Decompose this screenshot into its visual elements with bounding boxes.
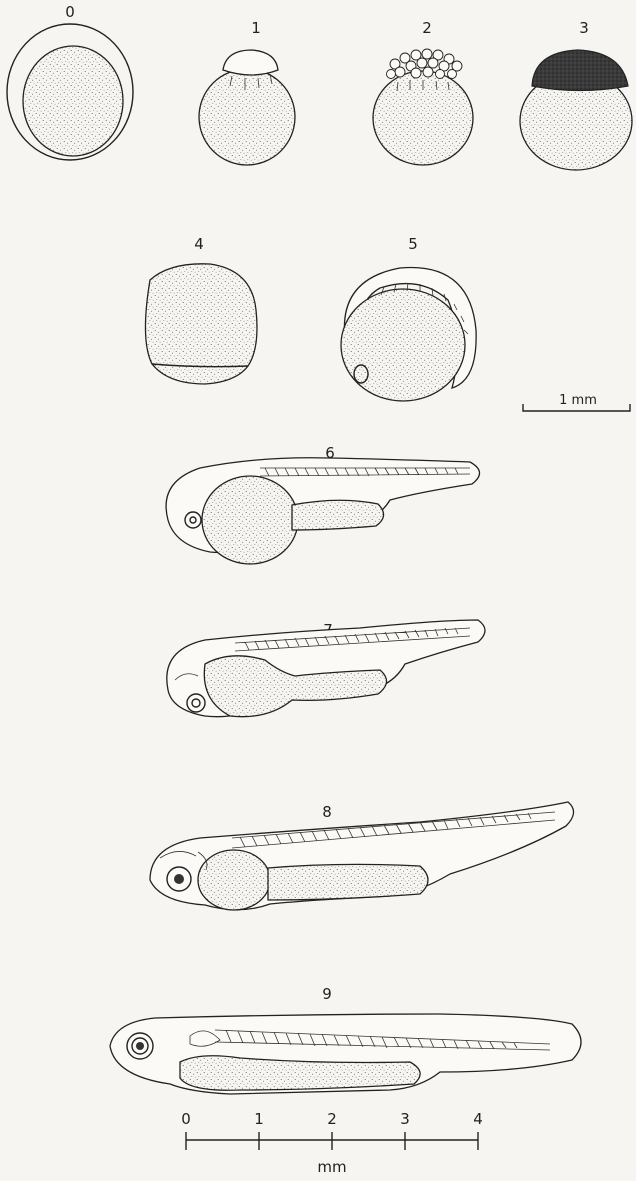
scale-bar-1mm: 1 mm [523, 393, 630, 411]
egg-yolk [199, 69, 295, 165]
scale-tick-1: 1 [254, 1110, 264, 1128]
stage-label-0: 0 [65, 3, 75, 21]
stage-label-4: 4 [194, 235, 204, 253]
yolk-extension [292, 500, 384, 530]
stage-label-8: 8 [322, 803, 332, 821]
blastoderm-cap [532, 50, 628, 91]
egg-yolk [341, 289, 465, 401]
yolk-sac [198, 850, 270, 910]
egg-yolk [23, 46, 123, 156]
scale-unit-label: mm [317, 1158, 346, 1176]
stage-6: 6 [166, 444, 479, 564]
stage-7: 7 [167, 620, 485, 717]
stage-9: 9 [110, 985, 581, 1094]
scale-tick-3: 3 [400, 1110, 410, 1128]
stage-3: 3 [520, 19, 632, 170]
scale-bar-mm: 0 1 2 3 4 mm [181, 1110, 483, 1176]
scale-tick-4: 4 [473, 1110, 483, 1128]
stage-5: 5 [341, 235, 476, 401]
scale-tick-0: 0 [181, 1110, 191, 1128]
stage-label-1: 1 [251, 19, 261, 37]
stage-label-3: 3 [579, 19, 589, 37]
stage-4: 4 [145, 235, 257, 384]
scale-tick-2: 2 [327, 1110, 337, 1128]
stage-label-5: 5 [408, 235, 418, 253]
scale-bar-label: 1 mm [559, 393, 597, 408]
stage-1: 1 [199, 19, 295, 165]
stage-label-2: 2 [422, 19, 432, 37]
stage-label-9: 9 [322, 985, 332, 1003]
stage-2: 2 [373, 19, 473, 165]
yolk-extension [268, 864, 428, 900]
yolk-sac [202, 476, 298, 564]
stage-0: 0 [7, 3, 133, 160]
blastomere-cluster [387, 49, 463, 79]
stage-8: 8 [150, 802, 574, 910]
blastodisc [223, 50, 278, 75]
